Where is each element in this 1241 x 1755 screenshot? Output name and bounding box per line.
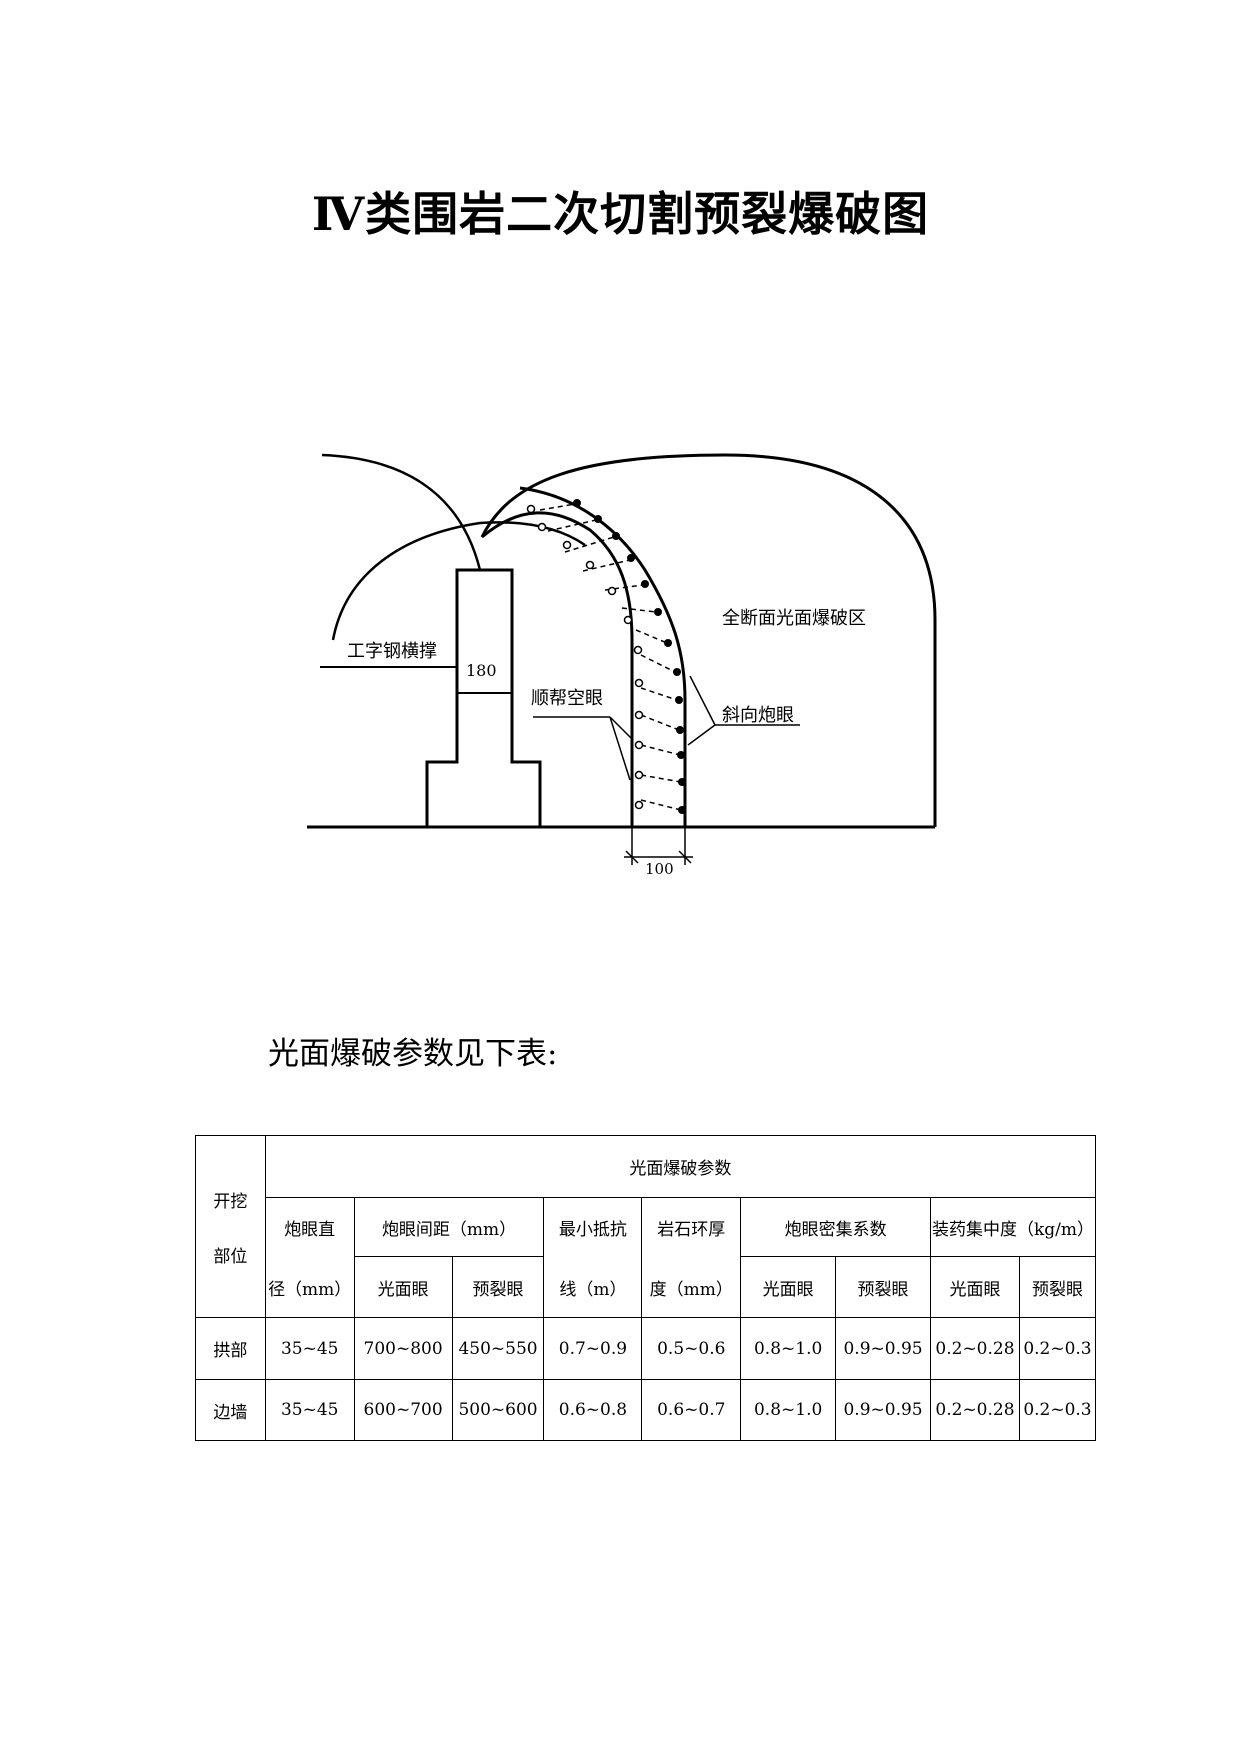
parallel-empty-holes bbox=[526, 504, 644, 810]
blasting-parameters-table: 开挖 部位 光面爆破参数 炮眼直 径（mm） 炮眼间距（mm） 最小抵抗 线（m… bbox=[195, 1135, 1097, 1441]
header-charge: 装药集中度（kg/m） bbox=[930, 1197, 1096, 1257]
left-curve bbox=[321, 453, 482, 571]
sub-density-presplit: 预裂眼 bbox=[835, 1256, 931, 1318]
table-row: 边墙 35~45 600~700 500~600 0.6~0.8 0.6~0.7… bbox=[195, 1379, 1097, 1441]
left-arch bbox=[331, 521, 586, 641]
header-diameter: 炮眼直 径（mm） bbox=[264, 1197, 355, 1318]
table-intro: 光面爆破参数见下表: bbox=[268, 1036, 558, 1072]
row-part: 拱部 bbox=[195, 1317, 266, 1380]
inclined-hole-lines bbox=[539, 503, 682, 811]
slot-outer-boundary bbox=[519, 486, 687, 827]
full-section-outline bbox=[480, 453, 937, 827]
inner-arch bbox=[481, 511, 634, 827]
full-section-label: 全断面光面爆破区 bbox=[722, 608, 866, 629]
header-ring-thickness: 岩石环厚 度（mm） bbox=[641, 1197, 742, 1318]
sub-charge-smooth: 光面眼 bbox=[930, 1256, 1020, 1318]
inclined-charged-holes bbox=[573, 499, 686, 814]
sub-charge-presplit: 预裂眼 bbox=[1018, 1256, 1097, 1318]
parallel-holes-label: 顺帮空眼 bbox=[531, 688, 603, 709]
header-burden: 最小抵抗 线（m） bbox=[543, 1197, 643, 1318]
header-spacing: 炮眼间距（mm） bbox=[353, 1197, 545, 1257]
inclined-holes-label: 斜向炮眼 bbox=[722, 705, 794, 726]
blasting-diagram: 全断面光面爆破区 工字钢横撑 180 顺帮空眼 斜向炮眼 100 bbox=[307, 453, 937, 878]
dim-100-label: 100 bbox=[645, 860, 674, 878]
dim-180-label: 180 bbox=[466, 661, 497, 680]
steel-brace-label: 工字钢横撑 bbox=[347, 641, 437, 662]
header-density: 炮眼密集系数 bbox=[740, 1197, 931, 1257]
table-row: 拱部 35~45 700~800 450~550 0.7~0.9 0.5~0.6… bbox=[195, 1317, 1097, 1380]
sub-spacing-presplit: 预裂眼 bbox=[451, 1256, 545, 1318]
page-title: Ⅳ类围岩二次切割预裂爆破图 bbox=[311, 187, 930, 241]
pillar bbox=[425, 568, 542, 829]
row-part: 边墙 bbox=[195, 1379, 266, 1441]
sub-density-smooth: 光面眼 bbox=[740, 1256, 837, 1318]
sub-spacing-smooth: 光面眼 bbox=[353, 1256, 453, 1318]
header-group: 光面爆破参数 bbox=[264, 1135, 1097, 1198]
header-part: 开挖 部位 bbox=[195, 1135, 266, 1318]
